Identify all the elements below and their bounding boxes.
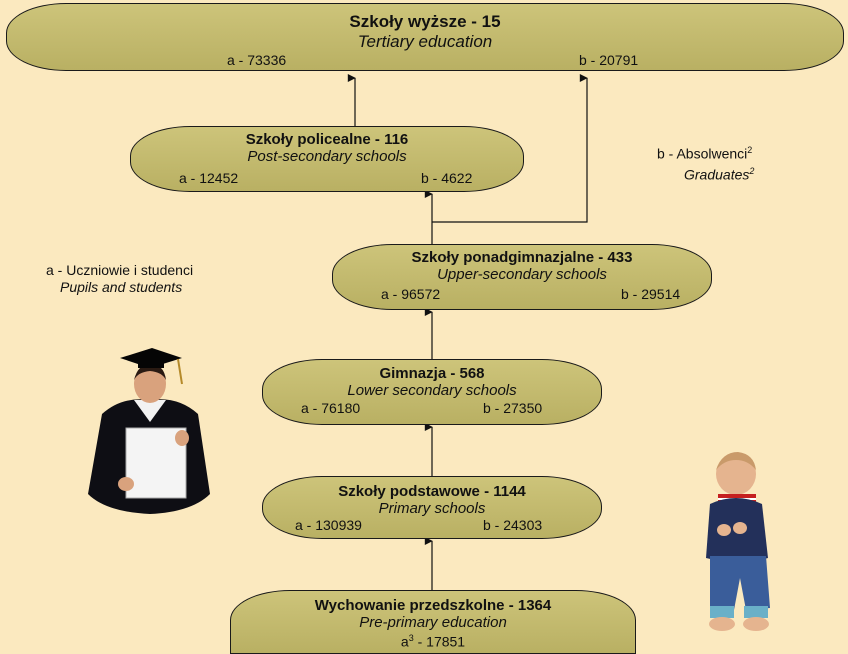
node-title: Szkoły wyższe - 15	[349, 12, 501, 31]
legend-graduates: b - Absolwenci2 Graduates2	[657, 142, 754, 183]
arrow-upper-to-tertiary	[432, 74, 588, 223]
node-subtitle: Upper-secondary schools	[437, 266, 607, 283]
node-pupils-count: a - 73336	[227, 52, 287, 68]
node-subtitle: Pre-primary education	[359, 614, 507, 631]
node-pupils-count: a3 - 17851	[231, 633, 635, 650]
node-pupils-count: a - 12452	[179, 170, 239, 186]
node-tertiary-education: Szkoły wyższe - 15 Tertiary education a …	[6, 3, 844, 71]
legend-graduates-pl: b - Absolwenci	[657, 145, 748, 162]
node-subtitle: Tertiary education	[357, 32, 493, 51]
node-graduates-count: b - 29514	[621, 286, 681, 302]
node-pupils-count: a - 130939	[295, 517, 362, 533]
count-value: - 17851	[413, 633, 466, 650]
node-title: Szkoły ponadgimnazjalne - 433	[411, 249, 633, 266]
footnote-marker: 2	[747, 145, 753, 155]
node-post-secondary: Szkoły policealne - 116 Post-secondary s…	[130, 126, 524, 192]
legend-pupils: a - Uczniowie i studenci Pupils and stud…	[46, 262, 193, 296]
node-subtitle: Primary schools	[378, 500, 486, 517]
node-title: Szkoły podstawowe - 1144	[338, 483, 526, 500]
node-title: Szkoły policealne - 116	[245, 131, 409, 148]
node-subtitle: Lower secondary schools	[347, 382, 517, 399]
footnote-marker: 3	[408, 633, 414, 643]
node-upper-secondary: Szkoły ponadgimnazjalne - 433 Upper-seco…	[332, 244, 712, 310]
node-subtitle: Post-secondary schools	[247, 148, 407, 165]
footnote-marker: 2	[749, 165, 755, 176]
node-graduates-count: b - 24303	[483, 517, 543, 533]
node-primary: Szkoły podstawowe - 1144 Primary schools…	[262, 476, 602, 539]
count-label: a	[400, 633, 409, 650]
legend-graduates-en-line: Graduates2	[657, 163, 754, 184]
node-graduates-count: b - 20791	[579, 52, 639, 68]
toddler-illustration	[706, 452, 770, 631]
node-pre-primary: Wychowanie przedszkolne - 1364 Pre-prima…	[230, 590, 636, 654]
node-title: Gimnazja - 568	[379, 365, 485, 382]
node-pupils-count: a - 96572	[381, 286, 441, 302]
graduate-illustration	[88, 348, 210, 514]
node-title: Wychowanie przedszkolne - 1364	[314, 597, 552, 614]
node-graduates-count: b - 27350	[483, 400, 543, 416]
node-pupils-count: a - 76180	[301, 400, 361, 416]
legend-graduates-pl-line: b - Absolwenci2	[657, 142, 754, 163]
legend-pupils-en: Pupils and students	[60, 279, 183, 295]
node-graduates-count: b - 4622	[421, 170, 473, 186]
legend-pupils-pl: a - Uczniowie i studenci	[46, 262, 194, 278]
legend-graduates-en: Graduates	[684, 166, 750, 183]
node-lower-secondary: Gimnazja - 568 Lower secondary schools a…	[262, 359, 602, 425]
